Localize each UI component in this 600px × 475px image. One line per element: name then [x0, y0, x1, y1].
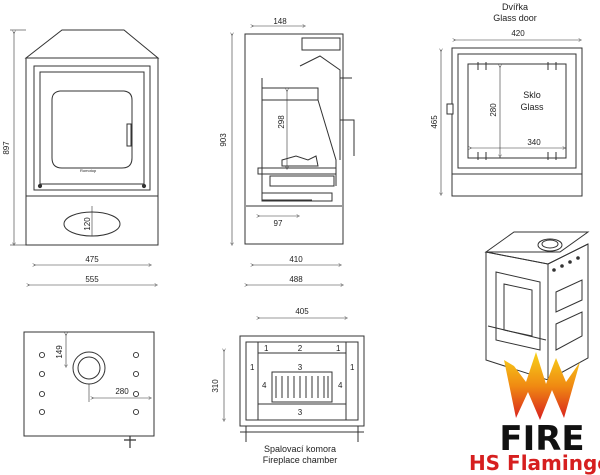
chamber-label-1a: 1	[264, 344, 269, 353]
front-dimensions	[10, 29, 156, 285]
door-glass	[457, 53, 577, 169]
front-height-label: 897	[2, 141, 11, 155]
chamber-view	[239, 335, 365, 442]
chamber-label-4b: 4	[338, 381, 343, 390]
chamber-label-1c: 1	[250, 363, 255, 372]
side-glass-height-label: 298	[277, 115, 286, 129]
chamber-grate	[271, 371, 333, 403]
brand-subtitle: HS Flamingo	[469, 451, 600, 475]
top-mount-holes	[38, 351, 140, 416]
door-view	[446, 47, 583, 197]
side-top-offset-label: 148	[273, 17, 287, 26]
side-height-label: 903	[219, 133, 228, 147]
side-bottom-offset-label: 97	[274, 219, 283, 228]
door-title-cz: Dvířka	[502, 2, 528, 12]
stove-isometric	[484, 231, 590, 381]
side-outer-depth-label: 488	[289, 275, 303, 284]
door-glass-label-cz: Sklo	[523, 90, 541, 100]
door-glass-height-label: 280	[489, 103, 498, 117]
front-door-frame	[39, 71, 145, 185]
top-flue-offset-label: 280	[115, 387, 129, 396]
brand-flame-icon	[504, 352, 580, 420]
chamber-caption-cz: Spalovací komora	[264, 444, 336, 454]
front-logo: Romotop	[80, 168, 97, 173]
door-glass-width-label: 340	[527, 138, 541, 147]
top-plate	[23, 331, 155, 437]
front-ash-height-label: 120	[83, 217, 92, 231]
front-door-handle	[126, 123, 132, 147]
side-section-view	[244, 33, 355, 245]
chamber-dimensions	[224, 318, 346, 420]
chamber-depth-label: 310	[211, 379, 220, 393]
door-title-en: Glass door	[493, 13, 537, 23]
side-inner-depth-label: 410	[289, 255, 303, 264]
chamber-outline	[239, 335, 365, 427]
chamber-label-3b: 3	[298, 408, 303, 417]
iso-top	[484, 231, 590, 253]
side-body	[244, 33, 344, 245]
chamber-label-2: 2	[298, 344, 303, 353]
front-inner-width-label: 475	[85, 255, 99, 264]
door-glass-label-en: Glass	[520, 102, 544, 112]
brand-word: FIRE	[499, 419, 584, 459]
chamber-label-4a: 4	[262, 381, 267, 390]
door-dimensions	[441, 40, 580, 194]
door-width-label: 420	[511, 29, 525, 38]
chamber-label-1d: 1	[350, 363, 355, 372]
chamber-label-1b: 1	[336, 344, 341, 353]
top-flue-inner	[77, 356, 101, 380]
front-door	[33, 65, 151, 191]
chamber-caption-en: Fireplace chamber	[263, 455, 338, 465]
front-top-cap	[24, 29, 160, 59]
front-body	[25, 57, 159, 246]
front-glass	[51, 90, 133, 169]
front-view	[24, 29, 160, 246]
chamber-label-3a: 3	[298, 363, 303, 372]
front-outer-width-label: 555	[85, 275, 99, 284]
chamber-width-label: 405	[295, 307, 309, 316]
top-offset-label: 149	[55, 345, 64, 359]
door-frame	[451, 47, 583, 197]
side-ash-pan	[281, 155, 319, 167]
side-dimensions	[232, 26, 342, 285]
top-dimensions	[66, 334, 150, 402]
door-height-label: 465	[430, 115, 439, 129]
iso-control-dots	[552, 256, 580, 272]
